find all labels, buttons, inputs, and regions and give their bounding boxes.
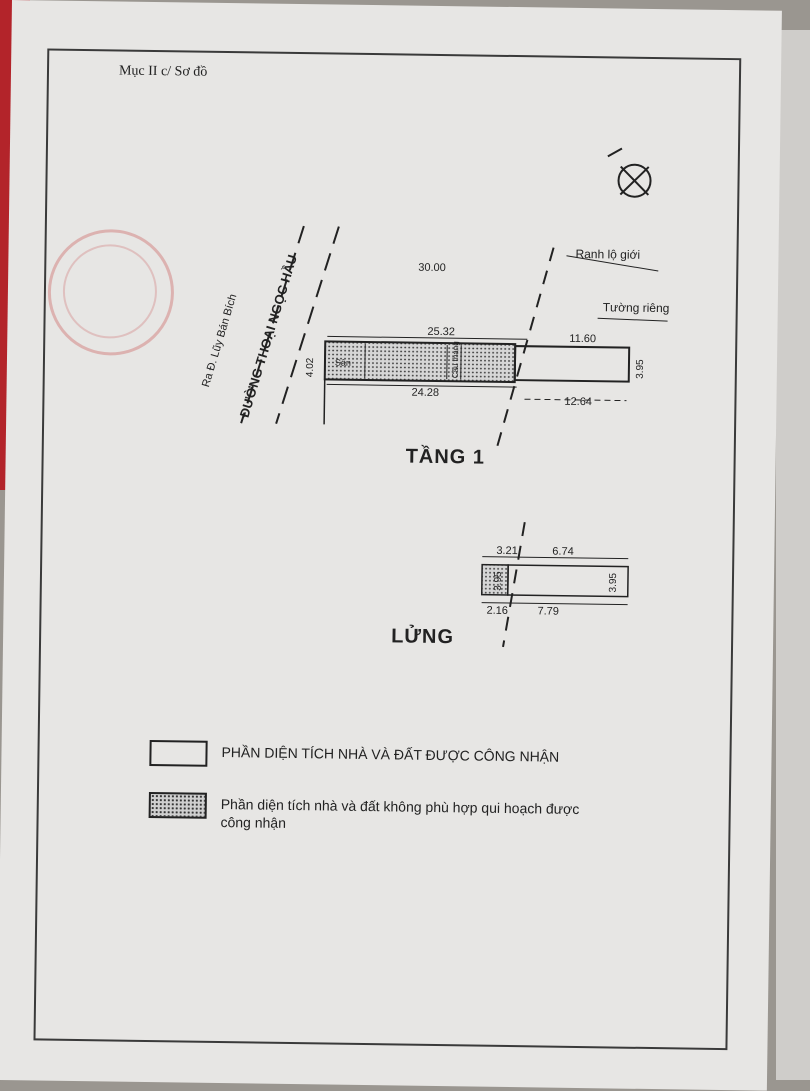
dim-front-width: 4.02 [305,357,316,377]
site-plan-drawing: ĐƯỜNG THOẠI NGỌC HẦU Ra Đ. Lũy Bán Bích … [0,0,782,1091]
private-wall-label: Tường riêng [603,300,670,315]
legend-swatch-plain [149,740,207,767]
floor1-title: TẦNG 1 [405,446,485,470]
legend-swatch-dotted [149,792,207,819]
dim-bottom-total: 24.28 [411,387,439,399]
porch-label: Sân [335,358,351,368]
dim-top-right: 11.60 [569,333,596,345]
mez-dim-left-width: 3.95 [493,571,504,591]
north-arrow-icon [607,148,651,197]
mez-dim-bottom-left: 2.16 [486,605,508,617]
street-name: ĐƯỜNG THOẠI NGỌC HẦU [237,253,300,419]
stair-label: Cầu thang [451,341,461,378]
dim-top-total: 25.32 [427,326,455,338]
direction-note: Ra Đ. Lũy Bán Bích [200,293,239,389]
mez-dim-right-width: 3.95 [608,572,619,592]
mezzanine-title: LỬNG [391,625,454,649]
dim-bottom-right: 12.64 [564,396,592,408]
legend-text-recognized: PHẦN DIỆN TÍCH NHÀ VÀ ĐẤT ĐƯỢC CÔNG NHẬN [221,743,559,766]
next-page-edge [776,30,810,1080]
mez-dim-top-right: 6.74 [552,546,574,558]
legend-item-nonconforming: Phần diện tích nhà và đất không phù hợp … [148,792,600,836]
legend-text-nonconforming: Phần diện tích nhà và đất không phù hợp … [220,795,600,836]
document-page: Mục II c/ Sơ đồ ĐƯỜNG THOẠI NGỌC HẦU Ra … [0,0,782,1091]
boundary-label: Ranh lộ giới [575,247,640,262]
mez-dim-top-left: 3.21 [496,545,518,557]
dim-top-extent: 30.00 [418,262,446,274]
mez-dim-bottom-right: 7.79 [537,605,559,617]
dim-rear-width: 3.95 [635,359,646,379]
